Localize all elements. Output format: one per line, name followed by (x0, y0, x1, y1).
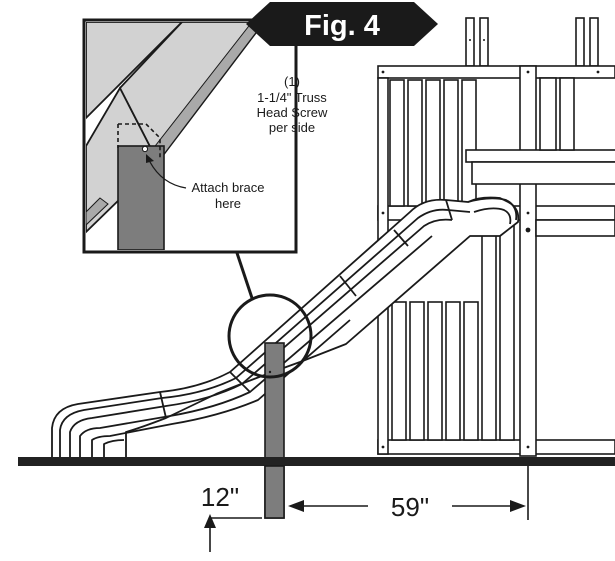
attach-note-line2: here (215, 196, 241, 211)
inset-brace-hidden-edge (118, 123, 161, 160)
ground-line (18, 457, 615, 466)
screw-spec-line1: 1-1/4" Truss (257, 90, 327, 105)
figure-label: Fig. 4 (304, 10, 380, 42)
tower-wall-board (407, 79, 423, 207)
attach-note-line1: Attach brace (192, 180, 265, 195)
tower-main-post (519, 65, 537, 457)
screw-hole (141, 145, 149, 153)
tower-lower-board (427, 301, 443, 441)
tower-bolts (381, 39, 600, 449)
tower-upper-post (465, 17, 475, 67)
detail-leader-line (234, 249, 254, 299)
tower-bottom-rail (377, 439, 615, 455)
dimension-setback (204, 514, 262, 552)
tower-wall-board (461, 79, 477, 207)
tower-wall-board (425, 79, 441, 207)
tower-under-post (481, 219, 497, 441)
inset-brace (117, 145, 165, 250)
tower-upper-post (479, 17, 489, 67)
attach-arrow (149, 161, 187, 189)
tower-wall-board (443, 79, 459, 207)
detail-inset: (1) 1-1/4" Truss Head Screw per side Att… (82, 18, 328, 254)
tower-inner-post (539, 77, 557, 151)
tower-shelf-face (471, 161, 615, 185)
tower-upper-post (589, 17, 599, 67)
figure-banner-shape (246, 2, 438, 46)
tower-wall-board (389, 79, 405, 207)
tower-shelf (465, 149, 615, 163)
tower-upper-post (575, 17, 585, 67)
tower-lower-board (463, 301, 479, 441)
tower-under-post (499, 219, 515, 441)
dimension-distance-label: 59" (391, 492, 429, 522)
tower-inner-post (559, 77, 575, 151)
screw-spec-line2: Head Screw (257, 105, 328, 120)
screw-spec-line3: per side (269, 120, 315, 135)
tower-lower-board (409, 301, 425, 441)
dimension-distance (288, 466, 529, 520)
tower-lower-board (391, 301, 407, 441)
tower-lower-board (445, 301, 461, 441)
detail-magnifier-circle (227, 293, 313, 379)
brace-post-buried (264, 465, 285, 519)
dimension-setback-label: 12" (201, 482, 239, 512)
screw-quantity: (1) (284, 74, 300, 89)
slide (51, 196, 520, 463)
tower-side-beam (535, 219, 615, 237)
figure-banner: Fig. 4 (246, 2, 438, 46)
tower-top-rail (377, 65, 615, 79)
